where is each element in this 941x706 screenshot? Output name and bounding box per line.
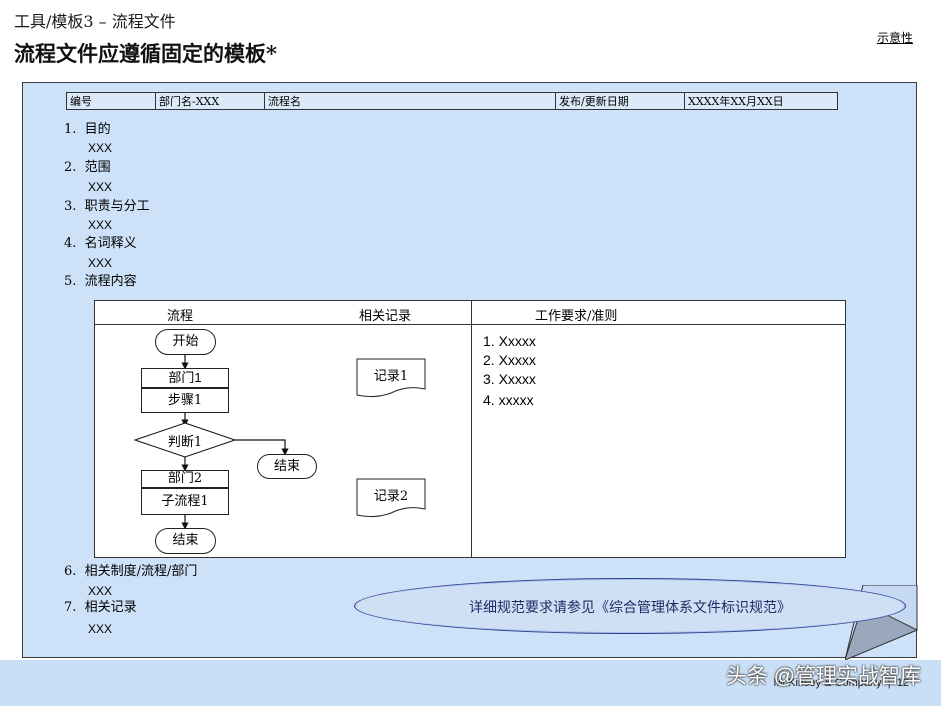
requirement-3: 3. Xxxxx bbox=[483, 371, 536, 387]
section-1: 1. 目的 bbox=[64, 122, 111, 137]
section-2-content: XXX bbox=[88, 180, 113, 194]
document-meta-table: 编号 部门名-XXX 流程名 发布/更新日期 XXXX年XX月XX日 bbox=[66, 92, 838, 110]
footer-band bbox=[0, 660, 941, 706]
column-header-process: 流程 bbox=[167, 309, 194, 324]
meta-cell-number: 编号 bbox=[66, 92, 156, 110]
flow-dept-1: 部门1 bbox=[141, 368, 229, 388]
column-header-requirements: 工作要求/准则 bbox=[535, 309, 618, 324]
column-header-records: 相关记录 bbox=[359, 309, 412, 324]
reference-callout-text: 详细规范要求请参见《综合管理体系文件标识规范》 bbox=[469, 600, 791, 616]
flow-decision-1: 判断1 bbox=[167, 435, 203, 450]
process-table-header-line bbox=[95, 324, 845, 325]
process-table-divider bbox=[471, 301, 472, 557]
section-5: 5. 流程内容 bbox=[64, 274, 137, 289]
section-6-content: XXX bbox=[88, 584, 113, 598]
flow-step-1: 步骤1 bbox=[141, 388, 229, 413]
flow-end: 结束 bbox=[155, 528, 216, 554]
record-1-label: 记录1 bbox=[373, 369, 409, 384]
section-6: 6. 相关制度/流程/部门 bbox=[64, 564, 198, 579]
section-4-content: XXX bbox=[88, 256, 113, 270]
flow-subprocess-1: 子流程1 bbox=[141, 488, 229, 515]
page-title: 流程文件应遵循固定的模板* bbox=[14, 41, 277, 66]
flow-start: 开始 bbox=[155, 329, 216, 355]
meta-cell-date-value: XXXX年XX月XX日 bbox=[684, 92, 838, 110]
requirement-4: 4. xxxxx bbox=[483, 392, 534, 408]
record-2-label: 记录2 bbox=[373, 489, 409, 504]
process-table: 流程 相关记录 工作要求/准则 开始 部门1 步骤1 判断1 结束 部门2 子流… bbox=[94, 300, 846, 558]
meta-cell-process-name: 流程名 bbox=[264, 92, 556, 110]
header-subtitle: 工具/模板3 – 流程文件 bbox=[14, 12, 176, 31]
record-1-shape bbox=[356, 358, 426, 398]
reference-callout: 详细规范要求请参见《综合管理体系文件标识规范》 bbox=[354, 578, 906, 634]
meta-cell-date-label: 发布/更新日期 bbox=[555, 92, 685, 110]
illustrative-tag: 示意性 bbox=[876, 31, 913, 45]
page-number: 12 bbox=[896, 677, 909, 689]
section-7: 7. 相关记录 bbox=[64, 600, 137, 615]
section-3: 3. 职责与分工 bbox=[64, 199, 150, 214]
watermark: 头条 @管理实战智库 bbox=[725, 665, 921, 688]
section-2: 2. 范围 bbox=[64, 160, 111, 175]
record-2-shape bbox=[356, 478, 426, 518]
flow-connectors bbox=[133, 355, 426, 530]
decision-diamond bbox=[133, 422, 237, 458]
section-4: 4. 名词释义 bbox=[64, 236, 137, 251]
section-1-content: XXX bbox=[88, 141, 113, 155]
section-3-content: XXX bbox=[88, 218, 113, 232]
flow-dept-2: 部门2 bbox=[141, 470, 229, 488]
meta-cell-dept: 部门名-XXX bbox=[155, 92, 265, 110]
footer-company: McKinsey & Company | 12 bbox=[773, 677, 909, 689]
flow-end-branch: 结束 bbox=[257, 454, 317, 479]
requirement-1: 1. Xxxxx bbox=[483, 333, 536, 349]
section-7-content: XXX bbox=[88, 622, 113, 636]
requirement-2: 2. Xxxxx bbox=[483, 352, 536, 368]
